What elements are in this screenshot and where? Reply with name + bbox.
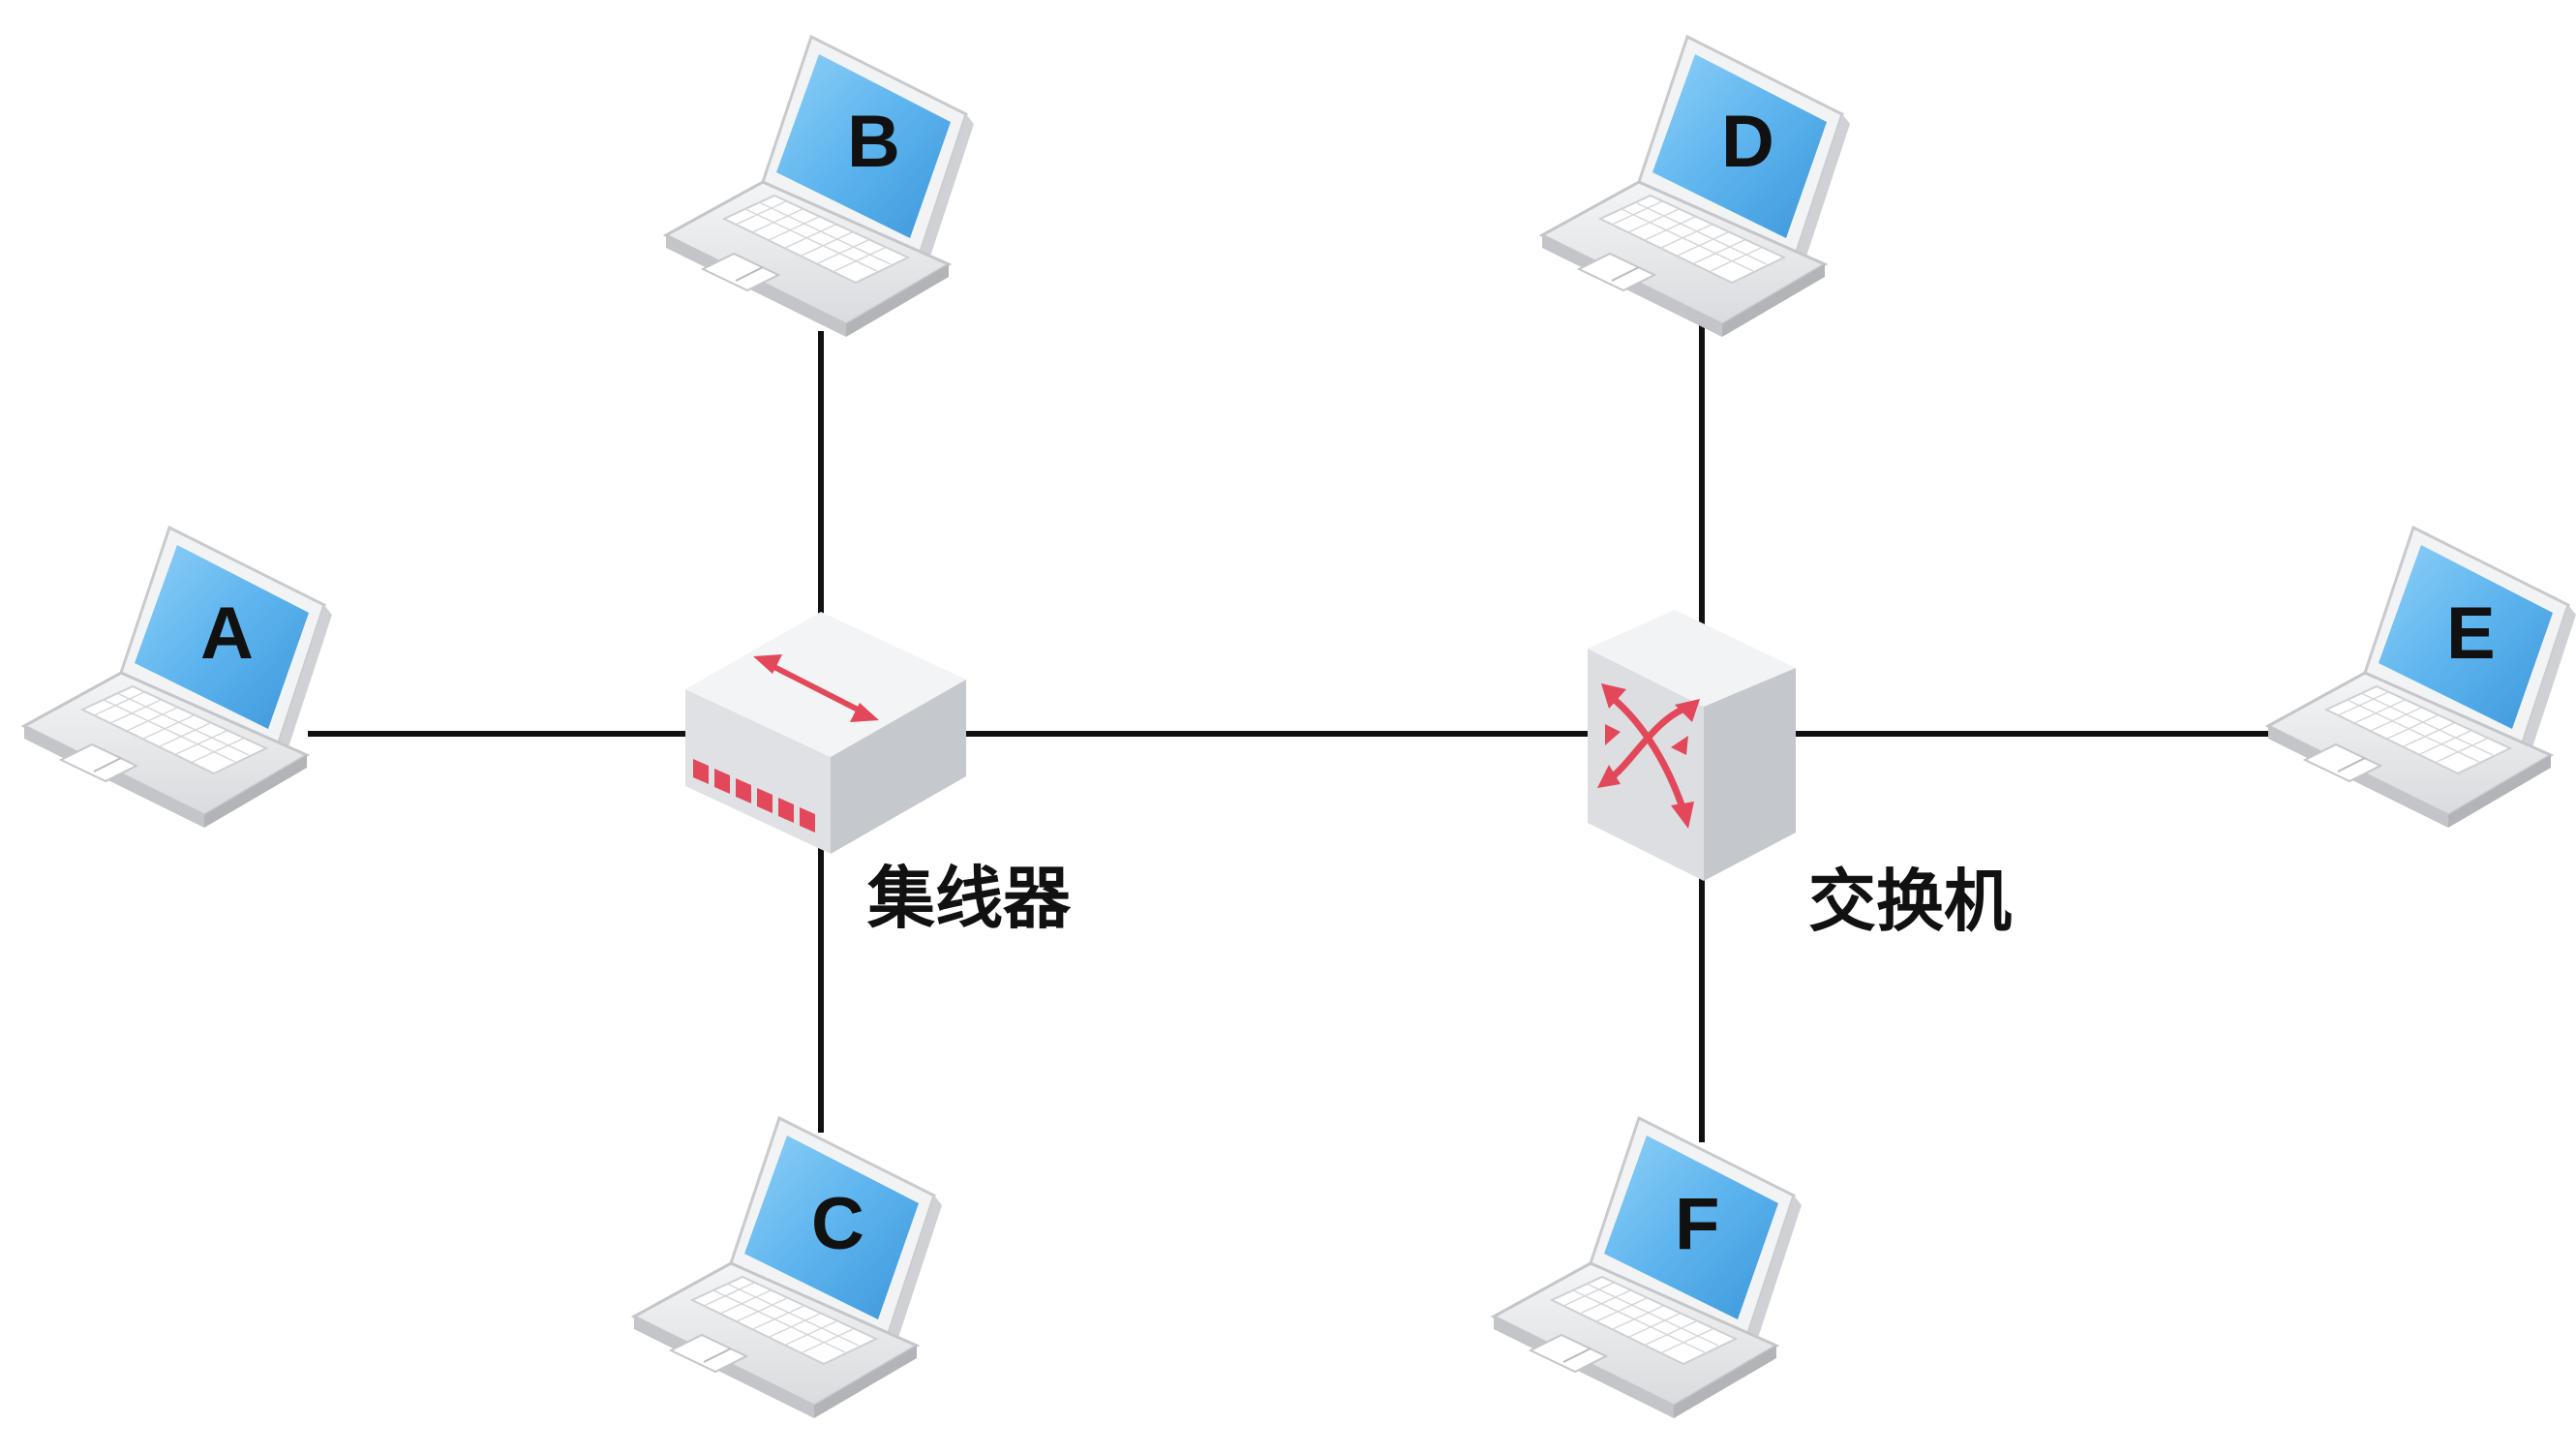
hub-device: 集线器	[685, 612, 1072, 938]
laptop-a-label: A	[200, 592, 254, 675]
laptop-b: B	[664, 35, 976, 339]
laptop-e-label: E	[2446, 592, 2496, 675]
laptop-icon	[1540, 35, 1852, 339]
laptop-d-label: D	[1721, 101, 1774, 183]
switch-icon	[1588, 610, 1796, 881]
laptop-e: E	[2266, 526, 2576, 830]
switch-label: 交换机	[1808, 862, 2012, 941]
laptop-d: D	[1540, 35, 1852, 339]
laptop-c: C	[632, 1116, 944, 1420]
laptop-icon	[22, 526, 334, 830]
hub-icon	[685, 612, 966, 854]
hub-label: 集线器	[866, 859, 1072, 938]
laptop-c-label: C	[811, 1183, 864, 1265]
laptop-icon	[664, 35, 976, 339]
laptop-b-label: B	[847, 101, 900, 183]
laptop-a: A	[22, 526, 334, 830]
laptop-f-label: F	[1675, 1183, 1719, 1265]
laptop-f: F	[1492, 1116, 1803, 1420]
laptop-icon	[2266, 526, 2576, 830]
laptop-icon	[632, 1116, 944, 1420]
switch-device: 交换机	[1588, 610, 2012, 941]
laptop-icon	[1492, 1116, 1803, 1420]
